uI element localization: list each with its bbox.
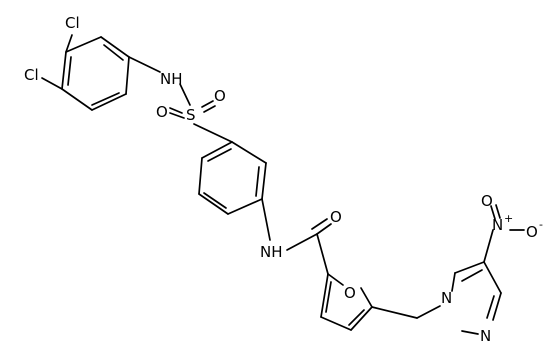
- o-furan-label: O: [344, 284, 356, 302]
- o-s1-label: O: [156, 103, 168, 121]
- nh-amide-label: NH: [260, 243, 283, 261]
- cl2-label: Cl: [24, 66, 39, 84]
- s-label: S: [186, 106, 196, 124]
- dichlorophenyl-ring: [61, 36, 130, 111]
- carbonyl-double-bond: [316, 223, 332, 235]
- c-cl1-bond: [65, 34, 73, 53]
- c-cl2-bond: [41, 77, 63, 90]
- phenylene-ring: [198, 141, 267, 215]
- o-nitro2-charge: -: [539, 218, 543, 231]
- c-nitro-bond: [483, 229, 494, 263]
- aryl-nh-bond: [128, 56, 161, 73]
- cl1-label: Cl: [65, 14, 80, 32]
- nh-s-bond: [179, 83, 191, 106]
- phenylene-nh-bond: [261, 198, 271, 241]
- s-o1-bond: [169, 107, 183, 114]
- pyrazole-ring: [451, 261, 502, 335]
- n-nitro-charge: +: [504, 212, 513, 225]
- furan-ring: [320, 273, 373, 331]
- carbonyl-furan-bond: [316, 233, 329, 275]
- o-nitro1-label: O: [481, 192, 493, 210]
- ch2-n1-bond: [416, 305, 441, 319]
- o-nitro2-label: O: [526, 223, 538, 241]
- s-o2-bond: [201, 100, 214, 108]
- nitro-double-bond: [490, 205, 496, 220]
- n-nitro-label: N: [492, 216, 503, 234]
- nh-sulfonamide-label: NH: [160, 70, 183, 88]
- nitro-double-bond-b: [495, 204, 501, 219]
- o-s2-label: O: [214, 87, 226, 105]
- furan-ch2-bond: [371, 306, 418, 319]
- s-phenylene-bond: [193, 123, 233, 143]
- nh-carbonyl-bond: [286, 233, 318, 251]
- carbonyl-double-bond-b: [311, 218, 328, 230]
- n-pyrazole1-label: N: [441, 289, 452, 307]
- s-o2-bond-b: [203, 105, 216, 113]
- s-o1-bond-b: [169, 112, 185, 119]
- n-pyrazole2-label: N: [480, 327, 491, 345]
- o-amide-label: O: [330, 208, 342, 226]
